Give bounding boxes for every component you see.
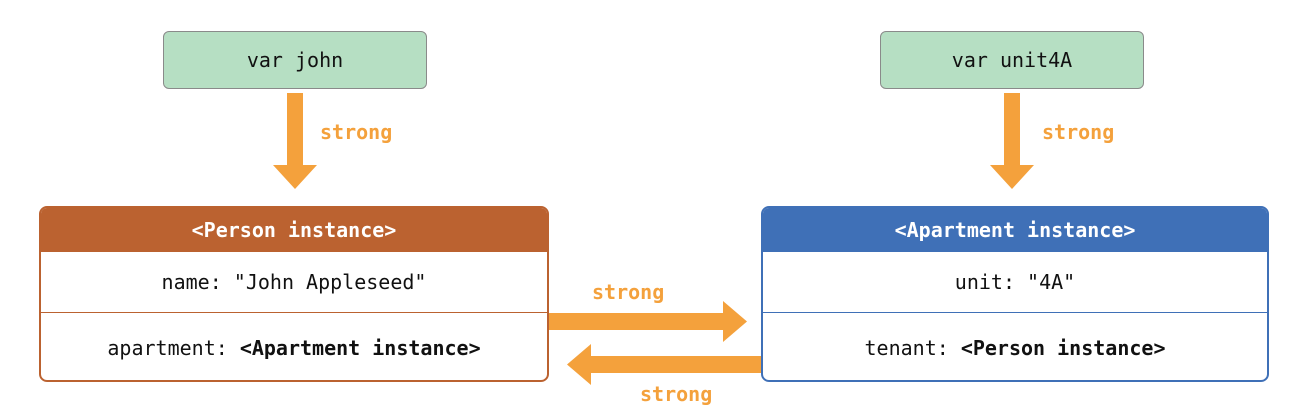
person-instance-title: <Person instance> bbox=[41, 208, 547, 252]
apartment-tenant-value: <Person instance> bbox=[960, 336, 1166, 360]
person-name-row: name: "John Appleseed" bbox=[41, 252, 547, 313]
apartment-unit-value: "4A" bbox=[1027, 270, 1076, 294]
strong-label-unit4a: strong bbox=[1042, 120, 1115, 144]
apartment-unit-row: unit: "4A" bbox=[763, 252, 1267, 313]
arrow-john-to-person bbox=[273, 93, 317, 189]
apartment-tenant-row: tenant: <Person instance> bbox=[763, 313, 1267, 380]
person-name-key: name: bbox=[161, 270, 234, 294]
apartment-instance-box: <Apartment instance> unit: "4A" tenant: … bbox=[761, 206, 1269, 382]
person-name-value: "John Appleseed" bbox=[233, 270, 427, 294]
arrow-apartment-to-person bbox=[567, 344, 761, 385]
person-instance-box: <Person instance> name: "John Appleseed"… bbox=[39, 206, 549, 382]
arrow-unit4a-to-apartment bbox=[990, 93, 1034, 189]
var-john-label: var john bbox=[246, 48, 344, 72]
strong-label-apartment-to-person: strong bbox=[640, 382, 713, 406]
person-apartment-key: apartment: bbox=[107, 336, 240, 360]
apartment-instance-title: <Apartment instance> bbox=[763, 208, 1267, 252]
var-john-box: var john bbox=[163, 31, 427, 89]
strong-label-person-to-apartment: strong bbox=[592, 280, 665, 304]
person-apartment-value: <Apartment instance> bbox=[239, 336, 481, 360]
strong-label-john: strong bbox=[320, 120, 393, 144]
var-unit4a-box: var unit4A bbox=[880, 31, 1144, 89]
apartment-unit-key: unit: bbox=[954, 270, 1028, 294]
arrow-person-to-apartment bbox=[549, 301, 747, 342]
var-unit4a-label: var unit4A bbox=[951, 48, 1073, 72]
apartment-tenant-key: tenant: bbox=[864, 336, 961, 360]
person-apartment-row: apartment: <Apartment instance> bbox=[41, 313, 547, 380]
